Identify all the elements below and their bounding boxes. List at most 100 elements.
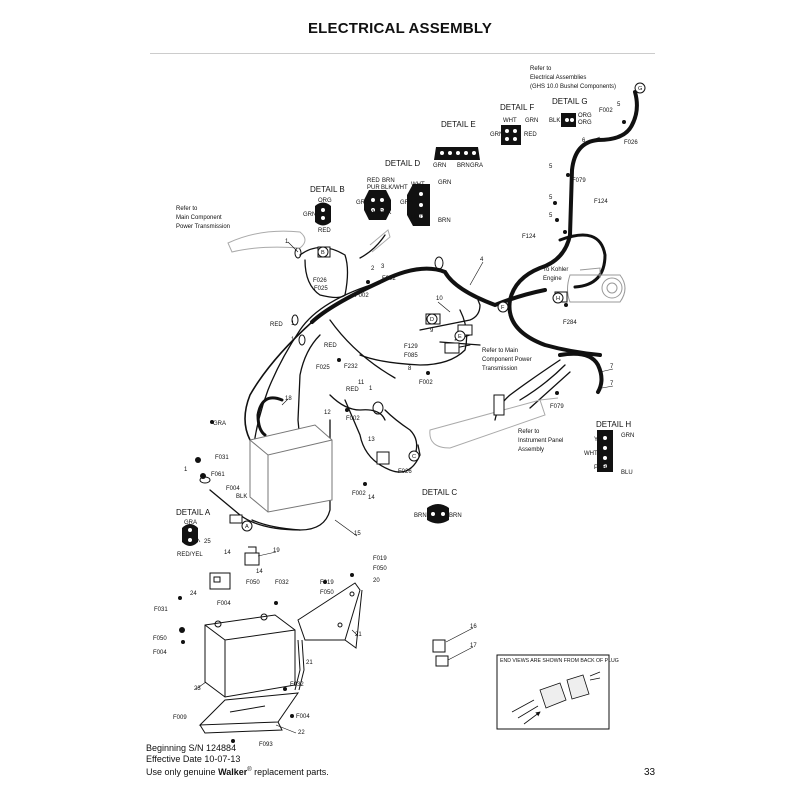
callout: F004 bbox=[296, 714, 310, 720]
callout: F026 bbox=[313, 278, 327, 284]
footer-note: Use only genuine Walker® replacement par… bbox=[146, 765, 329, 778]
detail-d-wire: RED bbox=[367, 178, 380, 184]
callout: 14 bbox=[224, 550, 231, 556]
callout: 25 bbox=[204, 539, 211, 545]
detail-b-title: DETAIL B bbox=[310, 185, 345, 194]
marker-a: A bbox=[245, 524, 249, 530]
callout: 1 bbox=[184, 467, 188, 473]
callout: 7 bbox=[610, 364, 614, 370]
callout: 22 bbox=[298, 730, 305, 736]
callout: F232 bbox=[344, 364, 358, 370]
leader-lines bbox=[195, 136, 614, 734]
detail-a-wire: RED/YEL bbox=[177, 552, 203, 558]
page-title: ELECTRICAL ASSEMBLY bbox=[307, 20, 493, 37]
callout: 18 bbox=[285, 396, 292, 402]
wire-label: RED bbox=[346, 387, 359, 393]
wire-label: GRA bbox=[213, 421, 226, 427]
callout: 1 bbox=[285, 239, 289, 245]
detail-h-wire: WHT bbox=[584, 451, 598, 457]
main-component-outline bbox=[227, 229, 391, 253]
callout: 4 bbox=[480, 257, 484, 263]
callout: F284 bbox=[563, 320, 577, 326]
letter-markers bbox=[241, 82, 646, 532]
end-views-inset bbox=[496, 654, 610, 730]
callout: F004 bbox=[226, 486, 240, 492]
detail-g-title: DETAIL G bbox=[552, 97, 588, 106]
callout: 1 bbox=[291, 337, 295, 343]
callout: 6 bbox=[582, 138, 586, 144]
detail-h-wire: YEL bbox=[594, 437, 606, 443]
detail-e-title: DETAIL E bbox=[441, 120, 476, 129]
relays bbox=[432, 639, 449, 667]
callout: 5 bbox=[549, 213, 553, 219]
detail-connector-icons bbox=[182, 113, 613, 546]
callout: 19 bbox=[273, 548, 280, 554]
wire-label: RED bbox=[270, 322, 283, 328]
marker-c: C bbox=[412, 454, 416, 460]
callout: F025 bbox=[316, 365, 330, 371]
detail-d-wire: WHT bbox=[367, 210, 381, 216]
callout: 20 bbox=[373, 578, 380, 584]
callout: F002 bbox=[419, 380, 433, 386]
detail-f-title: DETAIL F bbox=[500, 103, 534, 112]
detail-e-wire: GRA bbox=[470, 163, 483, 169]
callout: 24 bbox=[190, 591, 197, 597]
detail-h-wire: PUR bbox=[594, 465, 607, 471]
footer-reg: ® bbox=[247, 767, 252, 773]
footer-serial: Beginning S/N 124884 bbox=[146, 743, 237, 753]
callout: F026 bbox=[624, 140, 638, 146]
detail-c-wire: BRN bbox=[449, 513, 462, 519]
detail-c-wire: BRN bbox=[414, 513, 427, 519]
marker-d: D bbox=[430, 317, 434, 323]
detail-d-wire: BRN bbox=[438, 218, 451, 224]
kohler-engine bbox=[567, 267, 626, 303]
detail-b-wire: RED bbox=[318, 228, 331, 234]
footer: Beginning S/N 124884 Effective Date 10-0… bbox=[146, 743, 329, 778]
page-number: 33 bbox=[644, 767, 656, 778]
detail-d-wire: WHT bbox=[411, 182, 425, 188]
callout: F079 bbox=[550, 404, 564, 410]
lower-battery bbox=[204, 613, 296, 698]
detail-a-title: DETAIL A bbox=[176, 508, 211, 517]
callout: 3 bbox=[381, 264, 385, 270]
detail-h-wire: BLU bbox=[621, 470, 633, 476]
callout: 13 bbox=[368, 437, 375, 443]
note-kohler-engine: To Kohler Engine bbox=[543, 267, 570, 282]
detail-h-title: DETAIL H bbox=[596, 420, 631, 429]
footer-brand: Walker bbox=[218, 767, 248, 777]
callout: F050 bbox=[246, 580, 260, 586]
callout: F124 bbox=[594, 199, 608, 205]
detail-h-wire: GRN bbox=[621, 433, 634, 439]
footer-note-prefix: Use only genuine bbox=[146, 767, 219, 777]
mounting-bracket bbox=[297, 582, 363, 649]
end-views-note: END VIEWS ARE SHOWN FROM BACK OF PLUG bbox=[500, 658, 619, 664]
callout: 17 bbox=[470, 643, 477, 649]
marker-b: B bbox=[321, 250, 325, 256]
detail-d-wire: GRN bbox=[438, 180, 451, 186]
detail-d-wire: RED bbox=[411, 215, 424, 221]
callout: F004 bbox=[153, 650, 167, 656]
upper-battery bbox=[249, 424, 333, 513]
callout: F026 bbox=[398, 469, 412, 475]
callout: 14 bbox=[368, 495, 375, 501]
callout: 8 bbox=[408, 366, 412, 372]
note-refer-panel: Refer to Instrument Panel Assembly bbox=[518, 429, 565, 453]
detail-d-wire: PUR bbox=[367, 185, 380, 191]
hardware-dots bbox=[178, 120, 626, 743]
callout: F019 bbox=[320, 580, 334, 586]
detail-a-wire: GRA bbox=[184, 520, 197, 526]
marker-f: F bbox=[501, 305, 505, 311]
battery-tray bbox=[198, 692, 300, 734]
callout: 11 bbox=[358, 380, 365, 386]
callout: 21 bbox=[355, 632, 362, 638]
callout: F031 bbox=[215, 455, 229, 461]
callout: F002 bbox=[346, 416, 360, 422]
part-callouts: 1 1 1 1 1 2 3 4 5 5 5 5 6 7 7 8 9 10 11 … bbox=[153, 102, 638, 748]
callout: F004 bbox=[217, 601, 231, 607]
callout: 1 bbox=[369, 386, 373, 392]
note-refer-main-upper: Refer to Main Component Power Transmissi… bbox=[176, 206, 230, 230]
callout: 5 bbox=[617, 102, 621, 108]
callout: 9 bbox=[430, 328, 434, 334]
callout: F031 bbox=[154, 607, 168, 613]
